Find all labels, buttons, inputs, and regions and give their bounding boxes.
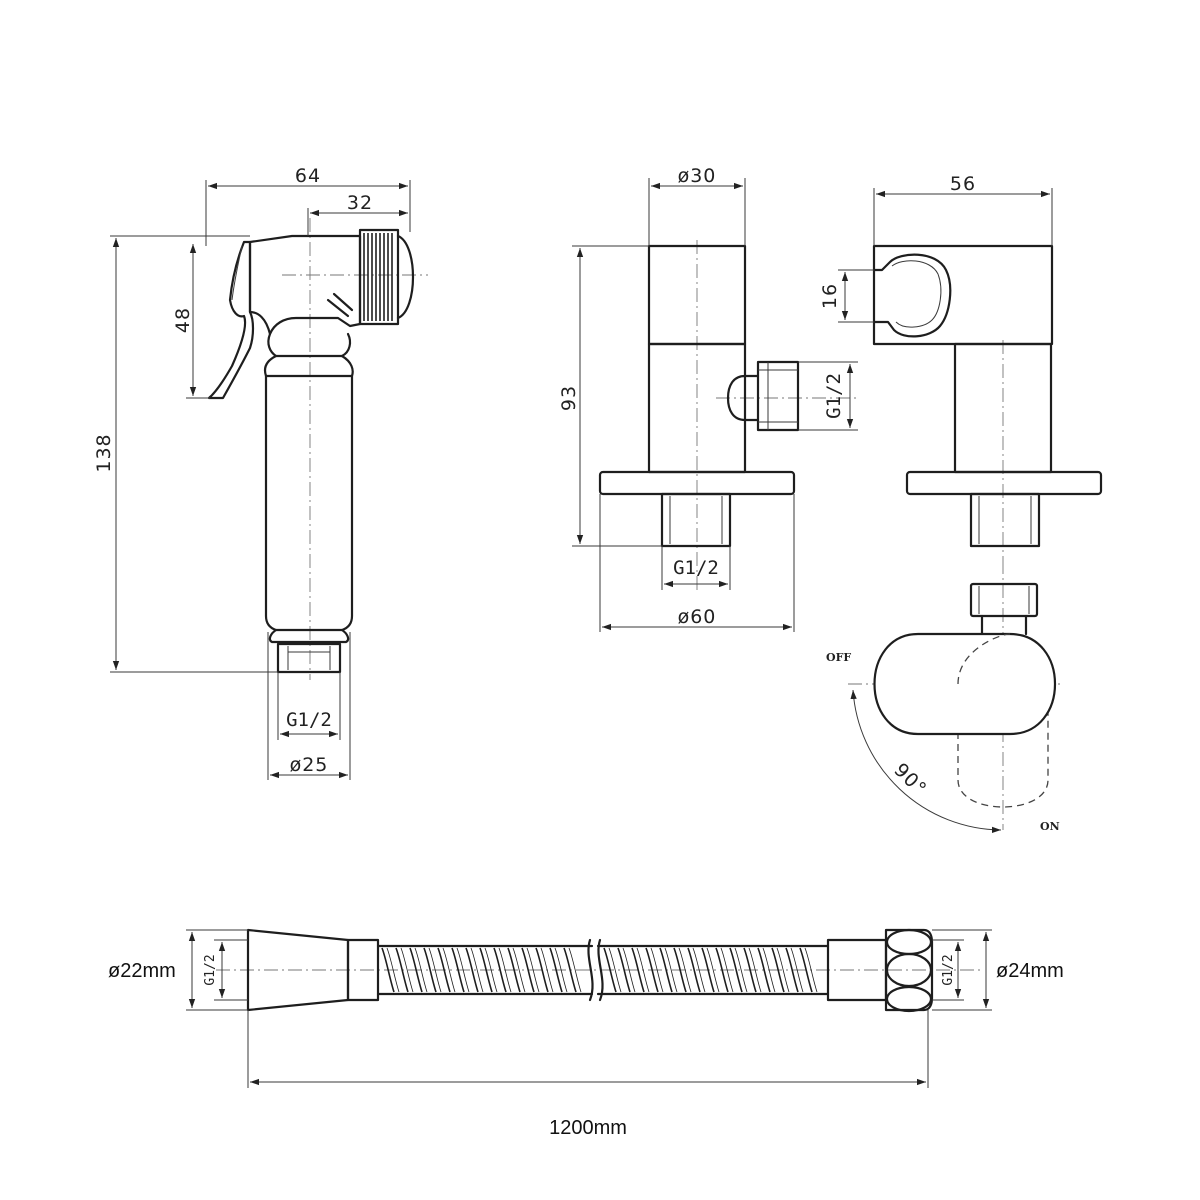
dim-hose-left-thread: G1/2	[203, 954, 218, 985]
nozzle-ring	[358, 228, 400, 326]
sprayer-head	[248, 234, 362, 336]
dim-hose-length: 1200mm	[549, 1117, 627, 1139]
dim-height-138: 138	[93, 433, 115, 472]
dim-head-32: 32	[347, 192, 373, 214]
dim-hose-left-diameter: ø22mm	[108, 960, 176, 982]
nozzle-ring-knurl	[363, 233, 393, 321]
dim-diameter-30: ø30	[678, 165, 717, 187]
nozzle-face	[396, 234, 414, 320]
label-on: ON	[1040, 820, 1060, 833]
hand-sprayer-view: 64 32 138 48 G1/2 ø25	[93, 165, 428, 780]
rotation-angle: 90°	[889, 759, 930, 800]
dim-bottom-thread-g12: G1/2	[673, 557, 719, 579]
hose-spiral	[381, 947, 818, 993]
dim-width-56: 56	[950, 173, 976, 195]
dim-lever-48: 48	[172, 307, 194, 333]
rotation-connector	[969, 582, 1039, 618]
hose-view: ø22mm G1/2 ø24mm G1/2 1200mm	[108, 928, 1064, 1139]
valve-side-view: 56 16	[819, 173, 1103, 560]
side-bottom-thread	[969, 492, 1041, 548]
dim-thread-g12: G1/2	[286, 709, 332, 731]
dim-hose-right-diameter: ø24mm	[996, 960, 1064, 982]
dim-diameter-60: ø60	[678, 606, 717, 628]
dim-hose-right-thread: G1/2	[941, 954, 956, 985]
sprayer-handle	[263, 354, 354, 632]
sprayer-thread	[276, 642, 342, 674]
dim-diameter-25: ø25	[290, 754, 329, 776]
valve-side-outlet	[726, 374, 747, 422]
side-flange	[905, 470, 1103, 496]
sprayer-lever	[207, 240, 255, 400]
valve-bottom-thread	[660, 492, 732, 548]
rotation-arc	[850, 689, 1002, 834]
handle-off	[873, 632, 1056, 736]
dim-width-64: 64	[295, 165, 321, 187]
dim-side-thread-g12: G1/2	[823, 373, 845, 419]
label-off: OFF	[826, 651, 851, 664]
dim-holder-16: 16	[819, 283, 841, 309]
dim-height-93: 93	[558, 385, 580, 411]
holder-block	[872, 244, 1054, 346]
holder-cradle	[872, 253, 952, 338]
rotation-view: 90° OFF ON	[826, 560, 1060, 834]
valve-front-view: ø30 93 G1/2 G1/2 ø60	[558, 165, 858, 632]
